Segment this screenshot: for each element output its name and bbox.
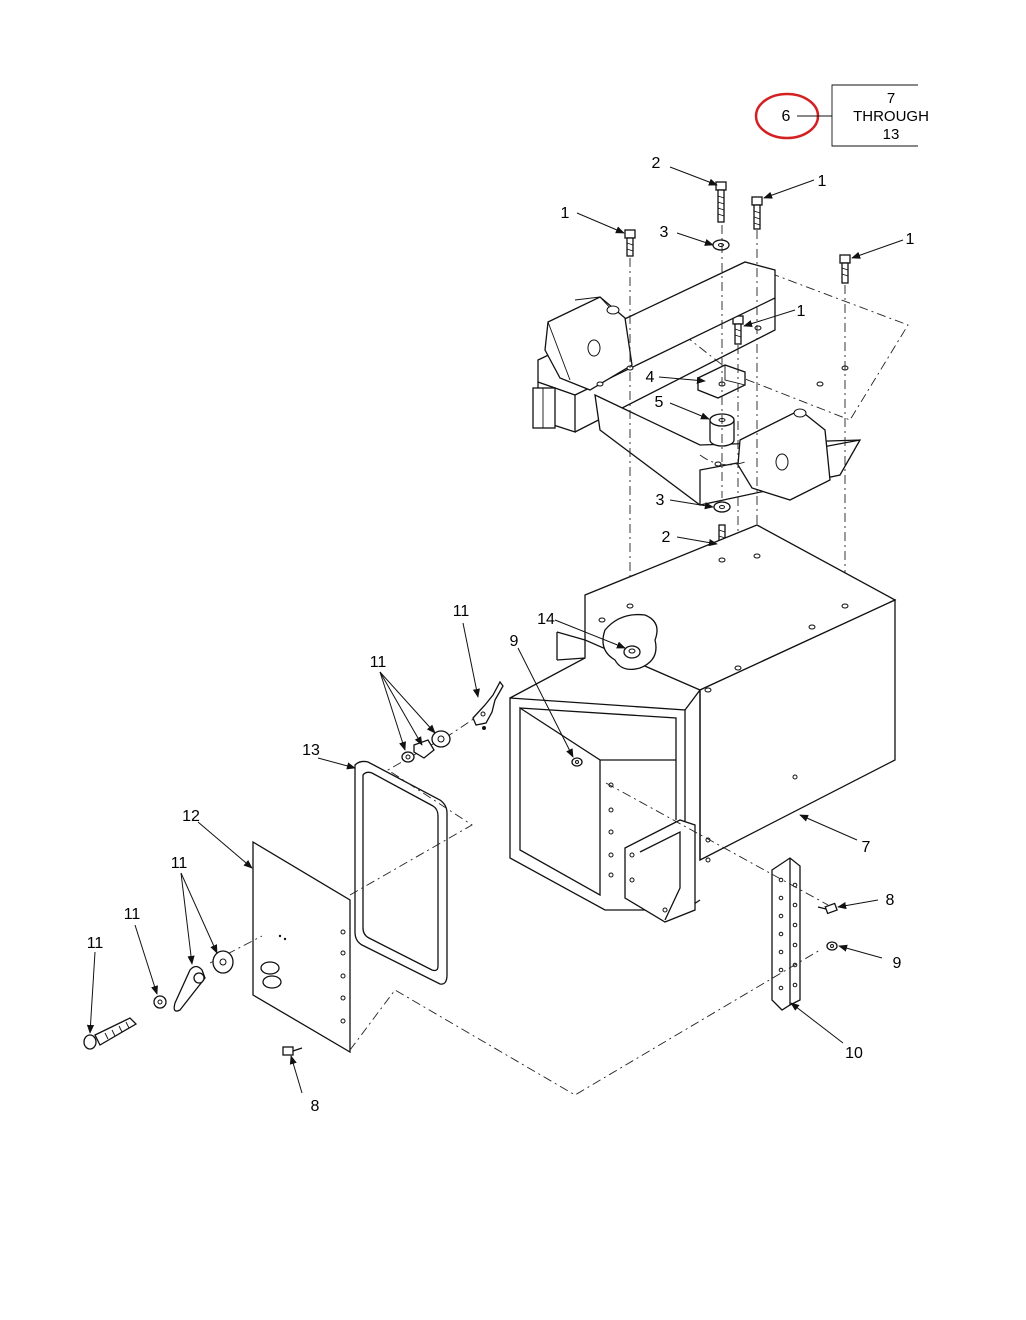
bolt-item-1-c: [839, 254, 851, 284]
callout-2-top: 2: [652, 155, 661, 172]
callout-1-far-right: 1: [906, 231, 915, 248]
top-fasteners: [624, 181, 851, 345]
callout-10: 10: [845, 1045, 863, 1062]
bolt-item-1-d: [732, 315, 744, 345]
reference-circled-number: 6: [782, 108, 791, 125]
latch-lower: [83, 950, 234, 1050]
callout-leaders: [86, 166, 904, 1094]
reference-box: 6 7 THROUGH 13: [754, 84, 929, 147]
callout-1-center: 1: [797, 303, 806, 320]
callout-3-bottom: 3: [656, 492, 665, 509]
callout-9-right: 9: [893, 955, 902, 972]
latch-upper: [401, 680, 504, 763]
mount-item-4: [697, 364, 746, 399]
nut-item-9-upper: [571, 757, 583, 767]
door-item-12: [252, 840, 351, 1054]
reference-line-3: 13: [883, 126, 900, 143]
callout-5: 5: [655, 394, 664, 411]
battery-box: [509, 524, 897, 923]
callout-8-lower: 8: [311, 1098, 320, 1115]
callout-12: 12: [182, 808, 200, 825]
reference-line-2: THROUGH: [853, 108, 929, 125]
callout-14: 14: [537, 611, 555, 628]
gasket-item-13: [354, 760, 448, 985]
screw-item-8-lower: [282, 1046, 303, 1056]
reference-line-1: 7: [887, 90, 895, 107]
callout-11-latch-arm: 11: [453, 603, 470, 620]
callout-7: 7: [862, 839, 871, 856]
nut-item-9-right: [826, 941, 838, 951]
frame-crossmember: [532, 261, 909, 506]
bolt-item-2-top: [715, 181, 727, 223]
callout-11-bolt: 11: [87, 935, 104, 952]
bolt-item-1-b: [624, 229, 636, 257]
callout-8-right: 8: [886, 892, 895, 909]
callout-11-upper-group: 11: [370, 654, 387, 671]
callout-1-left: 1: [561, 205, 570, 222]
screw-item-8-right: [817, 902, 838, 915]
bolt-item-1-a: [751, 196, 763, 230]
callout-9-upper: 9: [510, 633, 519, 650]
callout-4: 4: [646, 369, 655, 386]
callout-2-bottom: 2: [662, 529, 671, 546]
callout-13: 13: [302, 742, 320, 759]
callout-3-top: 3: [660, 224, 669, 241]
callout-11-washer: 11: [124, 906, 141, 923]
callout-1-top-right: 1: [818, 173, 827, 190]
isolator-item-5: [709, 413, 735, 447]
callout-labels: 1 1 1 1 2 2 3 3 4 5 7 8 8 9 9 10 11 11 1…: [87, 155, 915, 1115]
callout-11-handle-group: 11: [171, 855, 188, 872]
hinge-item-10: [771, 857, 801, 1011]
